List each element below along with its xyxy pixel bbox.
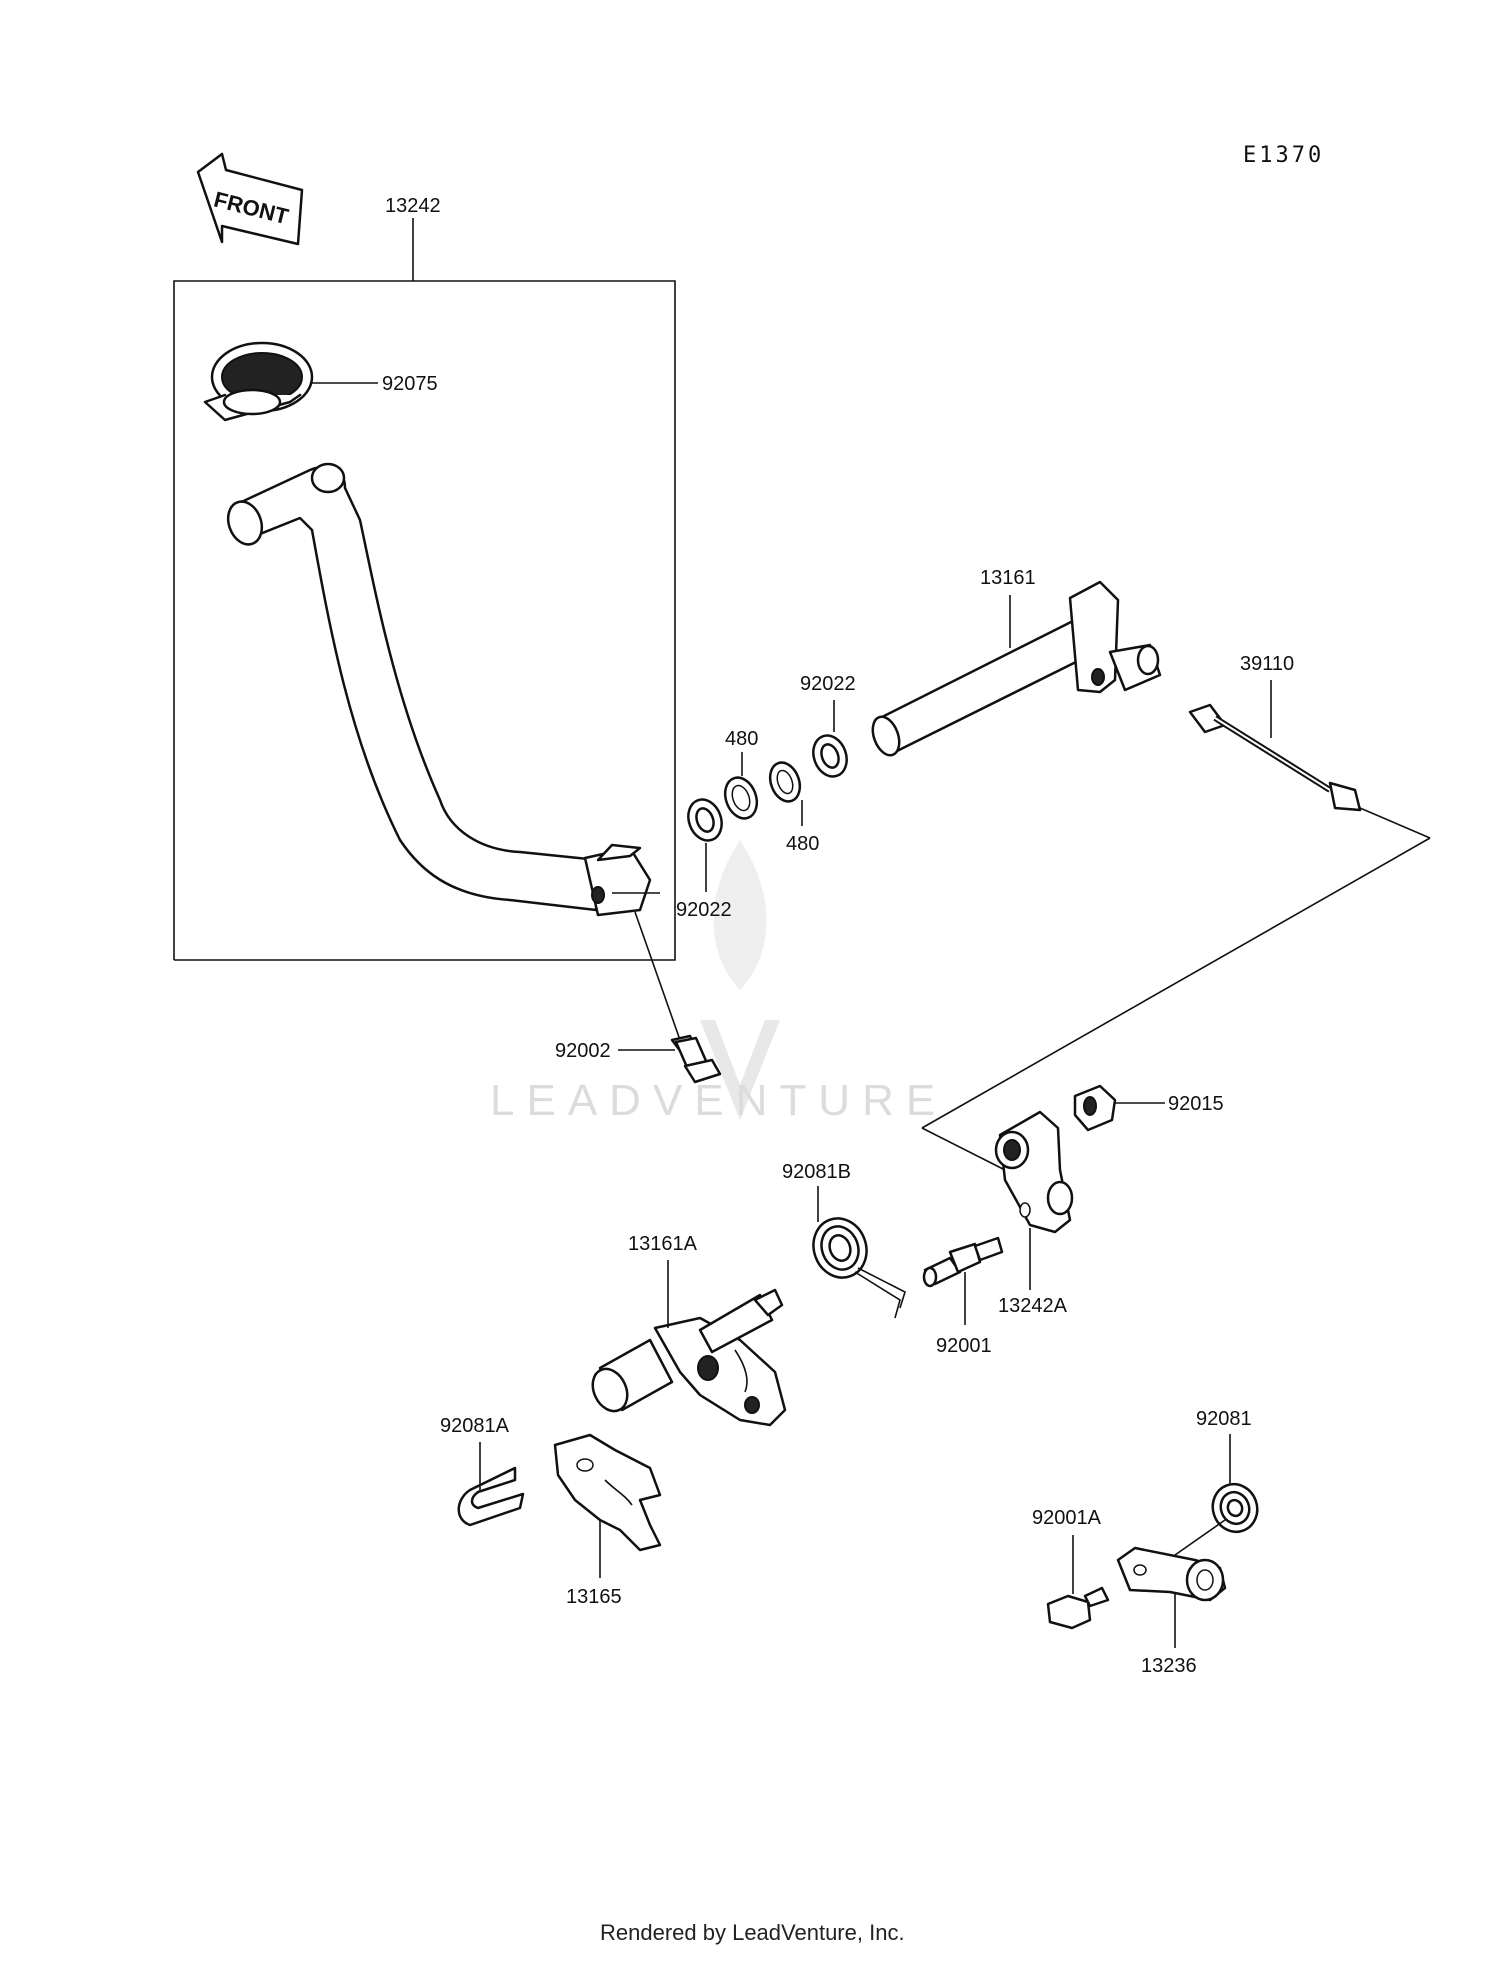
label-13161: 13161 <box>980 567 1036 589</box>
label-13236: 13236 <box>1141 1655 1197 1677</box>
label-13165: 13165 <box>566 1586 622 1608</box>
diagram-code: E1370 <box>1243 143 1324 168</box>
front-arrow-icon: FRONT <box>196 152 304 246</box>
watermark-logo <box>700 1020 780 1120</box>
circlip-480-top-icon: 480 <box>723 728 758 820</box>
label-92015: 92015 <box>1168 1093 1224 1115</box>
label-13161A: 13161A <box>628 1233 698 1255</box>
watermark-text: LEADVENTURE <box>490 1076 947 1125</box>
spring-92081-icon: 92081 <box>1174 1408 1259 1556</box>
label-92022-top: 92022 <box>800 673 856 695</box>
pin-92001-icon: 92001 <box>922 1236 1004 1357</box>
clip-92081A-icon: 92081A <box>440 1415 525 1527</box>
tie-rod-39110-icon: 39110 <box>1188 653 1362 812</box>
plate-13165-icon: 13165 <box>553 1433 662 1608</box>
label-39110: 39110 <box>1240 653 1294 675</box>
label-92081B: 92081B <box>782 1161 851 1183</box>
lever-13236-icon: 13236 <box>1116 1546 1227 1677</box>
watermark: LEADVENTURE <box>490 840 947 1125</box>
connection-lines <box>921 807 1431 1171</box>
circlip-480-bottom-icon: 480 <box>768 761 819 855</box>
label-92081: 92081 <box>1196 1408 1252 1430</box>
bolt-92002-icon: 92002 <box>555 911 722 1084</box>
nut-92015-icon: 92015 <box>1073 1084 1224 1132</box>
label-13242: 13242 <box>385 195 441 217</box>
shift-pedal-icon <box>226 462 660 917</box>
label-13242A: 13242A <box>998 1295 1068 1317</box>
label-92022-bottom: 92022 <box>676 899 732 921</box>
label-92075: 92075 <box>382 373 438 395</box>
shift-shaft-13161A-icon: 13161A <box>591 1233 787 1427</box>
pedal-assembly-box: 13242 <box>173 195 676 961</box>
spring-92081B-icon: 92081B <box>782 1161 906 1319</box>
label-92002: 92002 <box>555 1040 611 1062</box>
label-92081A: 92081A <box>440 1415 510 1437</box>
footer-credit: Rendered by LeadVenture, Inc. <box>600 1920 905 1945</box>
label-92001A: 92001A <box>1032 1507 1102 1529</box>
watermark-flame <box>713 840 767 990</box>
washer-92022-bottom-icon: 92022 <box>676 798 732 921</box>
arm-13242A-icon: 13242A <box>994 1110 1074 1317</box>
bolt-92001A-icon: 92001A <box>1032 1507 1110 1630</box>
pedal-rubber-icon: 92075 <box>203 341 438 422</box>
label-480-bottom: 480 <box>786 833 819 855</box>
label-480-top: 480 <box>725 728 758 750</box>
washer-92022-top-icon: 92022 <box>800 673 856 778</box>
shift-shaft-13161-icon: 13161 <box>871 567 1162 757</box>
label-92001: 92001 <box>936 1335 992 1357</box>
